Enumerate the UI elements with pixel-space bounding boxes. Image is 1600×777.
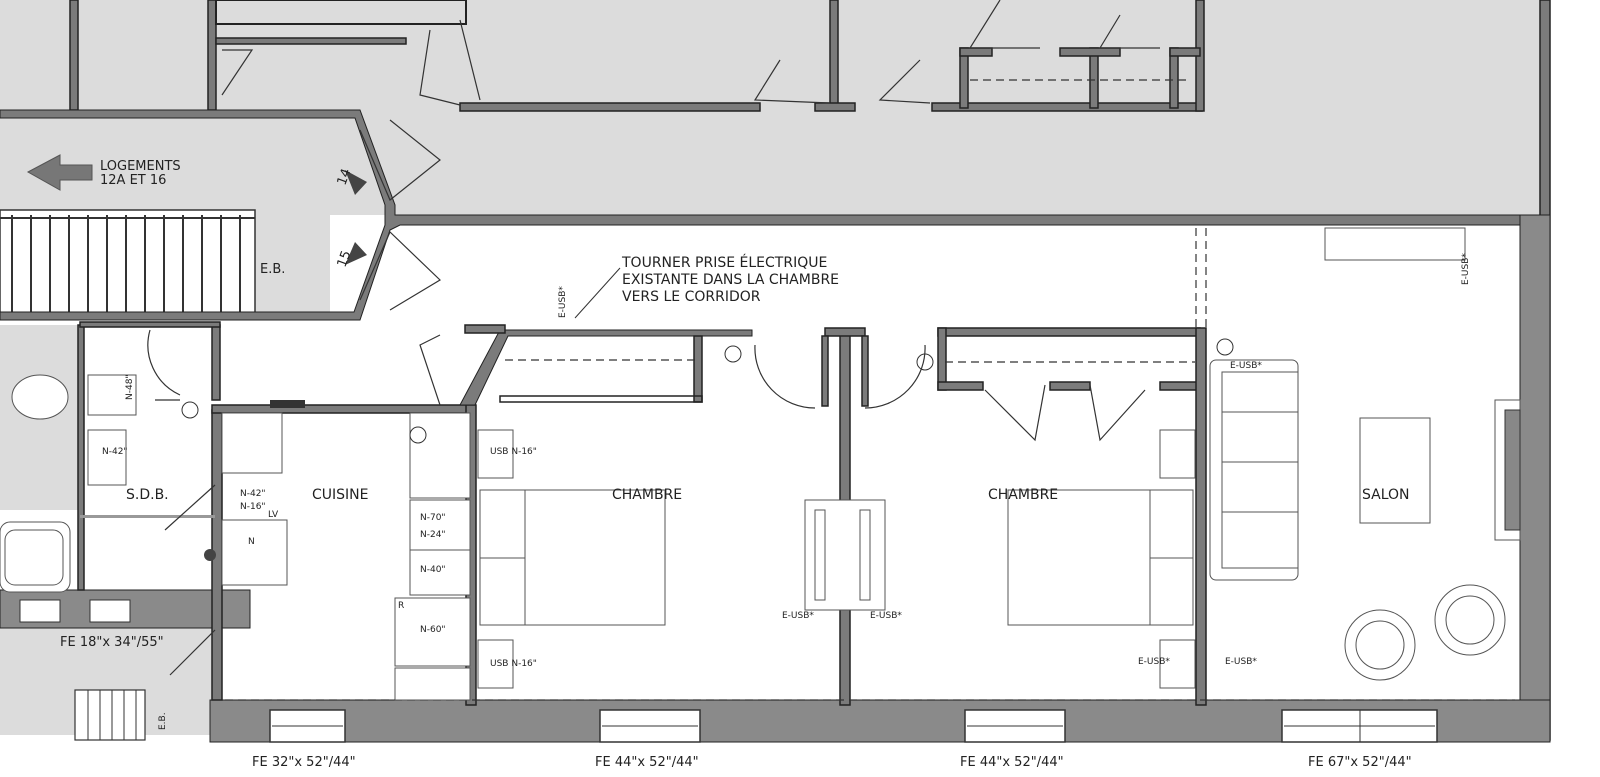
furniture [0,227,1521,701]
room-bathroom: S.D.B. [126,487,169,503]
tag-usb16-b: USB N-16" [490,659,537,669]
eb-label-bottom: E.B. [158,712,168,730]
tag-eusb-2: E-USB* [870,611,902,621]
tag-usb16-a: USB N-16" [490,447,537,457]
window-fe-bed2: FE 44"x 52"/44" [960,755,1064,770]
tag-n70: N-70" [420,513,446,523]
door-14-label: 14 [335,167,355,188]
stairs-bottom [74,689,146,741]
thermostat-icon [181,401,199,419]
door-15-arrow-icon [345,242,367,265]
note-line3: VERS LE CORRIDOR [622,289,761,305]
labels: LOGEMENTS 12A ET 16 E.B. 14 15 E.B. TOUR… [60,159,1471,770]
tag-eusb-1: E-USB* [782,611,814,621]
corridor-doors [345,119,441,311]
thermostat-icon [916,353,934,371]
tag-n16: N-16" [240,502,266,512]
tag-eusb-4: E-USB* [1225,657,1257,667]
logements-arrow-icon [26,154,93,191]
tag-n48: N-48" [125,374,135,400]
tag-eusb-5: E-USB* [1230,361,1262,371]
tag-n42b: N-42" [240,489,266,499]
tag-eusb-6: E-USB* [1461,253,1471,285]
note-line2: EXISTANTE DANS LA CHAMBRE [622,272,839,288]
room-bedroom-1: CHAMBRE [612,487,682,503]
tag-n42: N-42" [102,447,128,457]
window-fe-salon: FE 67"x 52"/44" [1308,755,1412,770]
eb-label-top: E.B. [260,262,285,277]
room-living: SALON [1362,487,1410,503]
tag-lv: LV [268,510,279,520]
door-15-label: 15 [335,249,355,270]
common-area [0,0,1548,735]
tag-r: R [398,601,404,611]
tag-n24: N-24" [420,530,446,540]
upper-units [69,0,1205,112]
window-fe-kitchen: FE 32"x 52"/44" [252,755,356,770]
door-14-arrow-icon [345,170,367,195]
window-fe-bed1: FE 44"x 52"/44" [595,755,699,770]
thermostat-icon [1216,338,1234,356]
tag-n40: N-40" [420,565,446,575]
window-fe-bath: FE 18"x 34"/55" [60,635,164,650]
room-bedroom-2: CHAMBRE [988,487,1058,503]
tag-n60: N-60" [420,625,446,635]
thermostat-icon [724,345,742,363]
tag-eusb-7: E-USB* [558,286,568,318]
windows [19,599,1438,743]
unit-doors [147,329,1146,676]
thermostat-icon [409,426,427,444]
tag-eusb-3: E-USB* [1138,657,1170,667]
tag-n: N [248,537,255,547]
logements-label-line2: 12A ET 16 [100,173,166,188]
room-kitchen: CUISINE [312,487,369,503]
stairs-top [0,209,256,316]
note-line1: TOURNER PRISE ÉLECTRIQUE [621,254,827,271]
logements-label-line1: LOGEMENTS [100,159,181,174]
